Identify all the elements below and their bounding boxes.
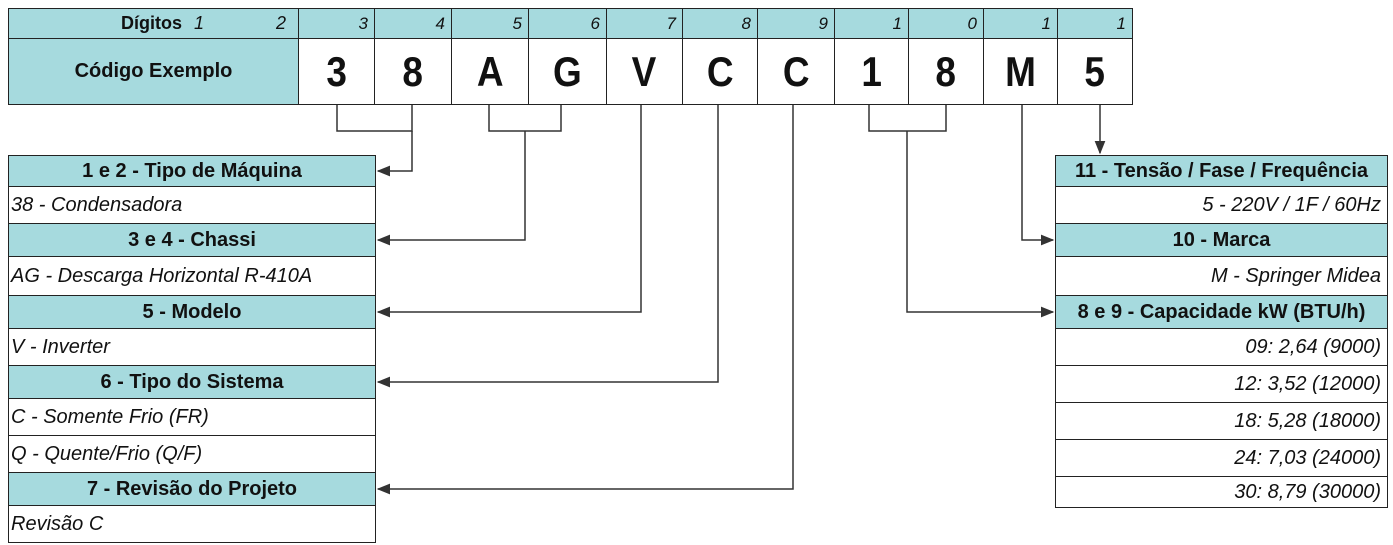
connector-model-arrow [376, 105, 642, 318]
code-char-6: C [682, 38, 758, 105]
connector-brand-arrow [1021, 105, 1055, 246]
capacity-item-2: 12: 3,52 (12000) [1055, 365, 1388, 403]
system-type-item-1: C - Somente Frio (FR) [8, 398, 376, 436]
digit-number-2: 2 [275, 13, 286, 33]
chassis-header: 3 e 4 - Chassi [8, 223, 376, 257]
code-char-3: A [451, 38, 529, 105]
code-char-10: M [983, 38, 1058, 105]
capacity-item-5: 30: 8,79 (30000) [1055, 476, 1388, 508]
voltage-header: 11 - Tensão / Fase / Frequência [1055, 155, 1388, 187]
code-char-8: 1 [834, 38, 909, 105]
digit-number-9: 9 [757, 8, 835, 39]
code-char-4: G [528, 38, 607, 105]
connector-chassis [488, 105, 562, 132]
code-char-1: 3 [298, 38, 375, 105]
example-label-cell: Código Exemplo [8, 38, 299, 105]
digit-number-11b: 1 [1057, 8, 1133, 39]
digit-number-1: 1 [194, 13, 205, 33]
code-char-2: 8 [374, 38, 452, 105]
connector-revision-arrow [376, 105, 794, 495]
code-char-9: 8 [908, 38, 984, 105]
brand-header: 10 - Marca [1055, 223, 1388, 257]
capacity-item-1: 09: 2,64 (9000) [1055, 328, 1388, 366]
code-char-5: V [606, 38, 683, 105]
connector-capacity-arrow [906, 131, 1055, 318]
connector-machine-type-arrow [376, 131, 413, 177]
model-item: V - Inverter [8, 328, 376, 366]
example-label: Código Exemplo [74, 60, 233, 82]
connector-capacity [868, 105, 947, 132]
digits-label-cell: Dígitos 1 2 [8, 8, 299, 39]
digits-label: Dígitos [121, 13, 182, 33]
capacity-header: 8 e 9 - Capacidade kW (BTU/h) [1055, 295, 1388, 329]
code-char-7: C [757, 38, 835, 105]
digit-number-10a: 1 [834, 8, 909, 39]
connector-chassis-arrow [376, 131, 526, 246]
voltage-item: 5 - 220V / 1F / 60Hz [1055, 186, 1388, 224]
revision-item: Revisão C [8, 505, 376, 543]
digit-number-5: 5 [451, 8, 529, 39]
connector-system-type-arrow [376, 105, 719, 388]
code-char-11: 5 [1057, 38, 1133, 105]
connector-machine-type [336, 105, 413, 132]
digit-number-4: 4 [374, 8, 452, 39]
